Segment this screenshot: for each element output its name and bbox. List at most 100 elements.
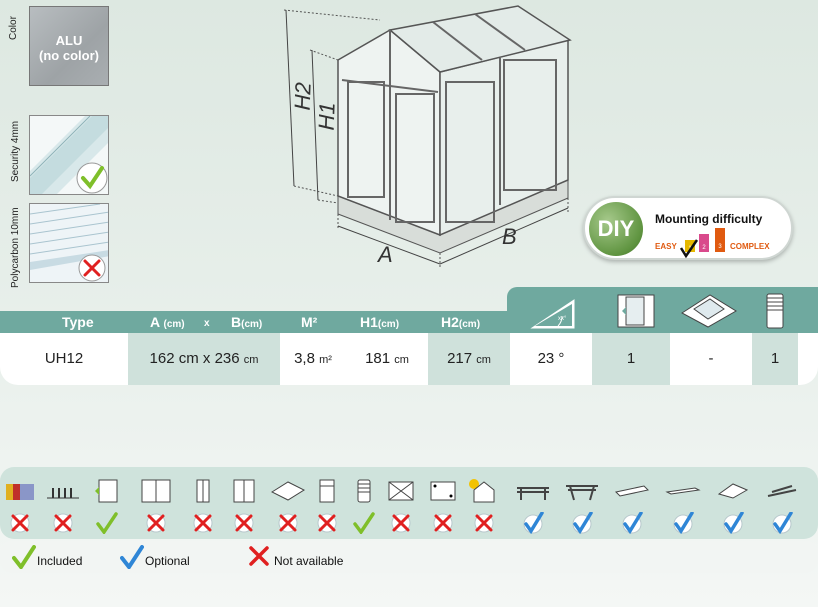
cell-dimensions-value: 162 cm x 236: [149, 350, 240, 367]
cell-h1-value: 181: [365, 350, 391, 367]
header-m2: M²: [301, 314, 318, 330]
not-available-cross-icon: [249, 546, 269, 566]
header-h2-text: H2: [441, 314, 459, 330]
greenhouse-sun-icon: [469, 479, 495, 503]
included-mark-icon: [353, 512, 375, 534]
polycarbon-swatch: [29, 203, 109, 283]
not-available-mark-icon: [53, 513, 73, 533]
optional-mark-icon: [723, 512, 744, 534]
polycarbonate-sheet-icon: [30, 204, 108, 282]
roof-angle-icon-text: xx°: [558, 316, 567, 322]
diy-badge: DIY: [589, 202, 643, 256]
roof-angle-icon: xx°: [530, 299, 575, 329]
louvre-icon: [357, 479, 371, 503]
header-a-unit: (cm): [163, 319, 185, 330]
tray-icon: [614, 485, 650, 497]
glass-pane-icon: [30, 116, 108, 194]
header-h1-unit: (cm): [377, 319, 400, 330]
color-value-line2: (no color): [39, 48, 99, 63]
mounting-difficulty-badge: DIY Mounting difficulty EASY 1 2 3 COMPL…: [583, 196, 793, 260]
not-available-mark-icon: [146, 513, 166, 533]
optional-check-icon: [120, 545, 144, 569]
difficulty-complex-label: COMPLEX: [730, 242, 770, 251]
not-available-mark-icon: [317, 513, 337, 533]
dimension-a-label: A: [376, 242, 393, 267]
shelving-icon: [517, 487, 549, 500]
header-a: A (cm): [150, 314, 185, 330]
cell-m2-value: 3,8: [294, 350, 315, 367]
header-type: Type: [62, 314, 94, 330]
included-mark-icon: [96, 512, 118, 534]
included-check-icon: [12, 545, 36, 569]
tools-icon: [767, 485, 797, 497]
not-available-mark-icon: [391, 513, 411, 533]
cell-roof-windows: -: [708, 350, 714, 367]
fence-icon: [47, 488, 79, 499]
header-a-text: A: [150, 314, 160, 330]
color-label: Color: [8, 16, 19, 40]
legend-not-available: Not available: [274, 554, 344, 568]
cell-doors: 1: [592, 333, 670, 385]
legend-included: Included: [37, 554, 83, 568]
included-check-icon: [81, 166, 104, 190]
header-h1: H1(cm): [360, 314, 399, 330]
difficulty-step-2: 2: [699, 234, 709, 252]
roof-window-icon: [681, 294, 737, 328]
legend-optional: Optional: [145, 554, 190, 568]
cell-roof-angle: 23 °: [537, 350, 565, 367]
cell-type: UH12: [44, 350, 84, 367]
polycarbon-label: Polycarbon 10mm: [10, 207, 21, 288]
mounting-difficulty-title: Mounting difficulty: [655, 212, 763, 226]
double-door-icon: [141, 479, 171, 503]
louvre-icon: [766, 293, 784, 329]
header-b-unit: (cm): [241, 319, 263, 330]
not-available-cross-icon: [83, 259, 101, 277]
header-b: B(cm): [231, 314, 262, 330]
cell-h2-unit: cm: [476, 354, 491, 366]
optional-mark-icon: [772, 512, 793, 534]
single-door-icon: [95, 479, 118, 503]
difficulty-easy-label: EASY: [655, 242, 677, 251]
table-header-bar: [0, 311, 818, 333]
difficulty-step-3: 3: [715, 228, 725, 252]
not-available-mark-icon: [474, 513, 494, 533]
not-available-mark-icon: [193, 513, 213, 533]
cell-h1: 181 cm: [346, 333, 428, 385]
cell-dimensions-unit: cm: [243, 354, 259, 366]
staging-icon: [566, 485, 598, 501]
header-x: x: [204, 318, 210, 329]
cell-m2: 3,8 m²: [280, 333, 346, 385]
crossed-panel-icon: [388, 481, 414, 501]
flat-shelf-icon: [665, 487, 701, 495]
not-available-mark-icon: [278, 513, 298, 533]
roof-window-icon: [270, 481, 306, 501]
double-side-door-icon: [233, 479, 255, 503]
door-icon: [617, 294, 655, 328]
header-b-text: B: [231, 314, 242, 330]
color-value-line1: ALU: [55, 33, 83, 48]
not-available-mark-icon: [433, 513, 453, 533]
not-available-mark-icon: [234, 513, 254, 533]
cell-h2-value: 217: [447, 350, 473, 367]
not-available-mark-icon: [10, 513, 30, 533]
dimension-h1-label: H1: [314, 102, 340, 131]
cell-h2: 217 cm: [428, 333, 510, 385]
optional-mark-icon: [572, 512, 593, 534]
greenhouse-illustration: H2 H1 A B: [283, 5, 572, 268]
optional-mark-icon: [673, 512, 694, 534]
dimension-h2-label: H2: [290, 82, 316, 111]
header-h1-text: H1: [360, 314, 378, 330]
gutter-icon: [717, 483, 749, 499]
optional-mark-icon: [523, 512, 544, 534]
side-door-icon: [196, 479, 210, 503]
cell-h1-unit: cm: [394, 354, 409, 366]
security-glass-swatch: [29, 115, 109, 195]
cell-louvres: 1: [752, 333, 798, 385]
security-glass-label: Security 4mm: [10, 120, 21, 182]
difficulty-check-icon: [679, 239, 699, 259]
cell-dimensions: 162 cm x 236 cm: [128, 333, 280, 385]
anchor-panel-icon: [430, 481, 456, 501]
cell-m2-unit: m²: [319, 354, 332, 366]
louvre-window-icon: [319, 479, 335, 503]
header-h2: H2(cm): [441, 314, 480, 330]
